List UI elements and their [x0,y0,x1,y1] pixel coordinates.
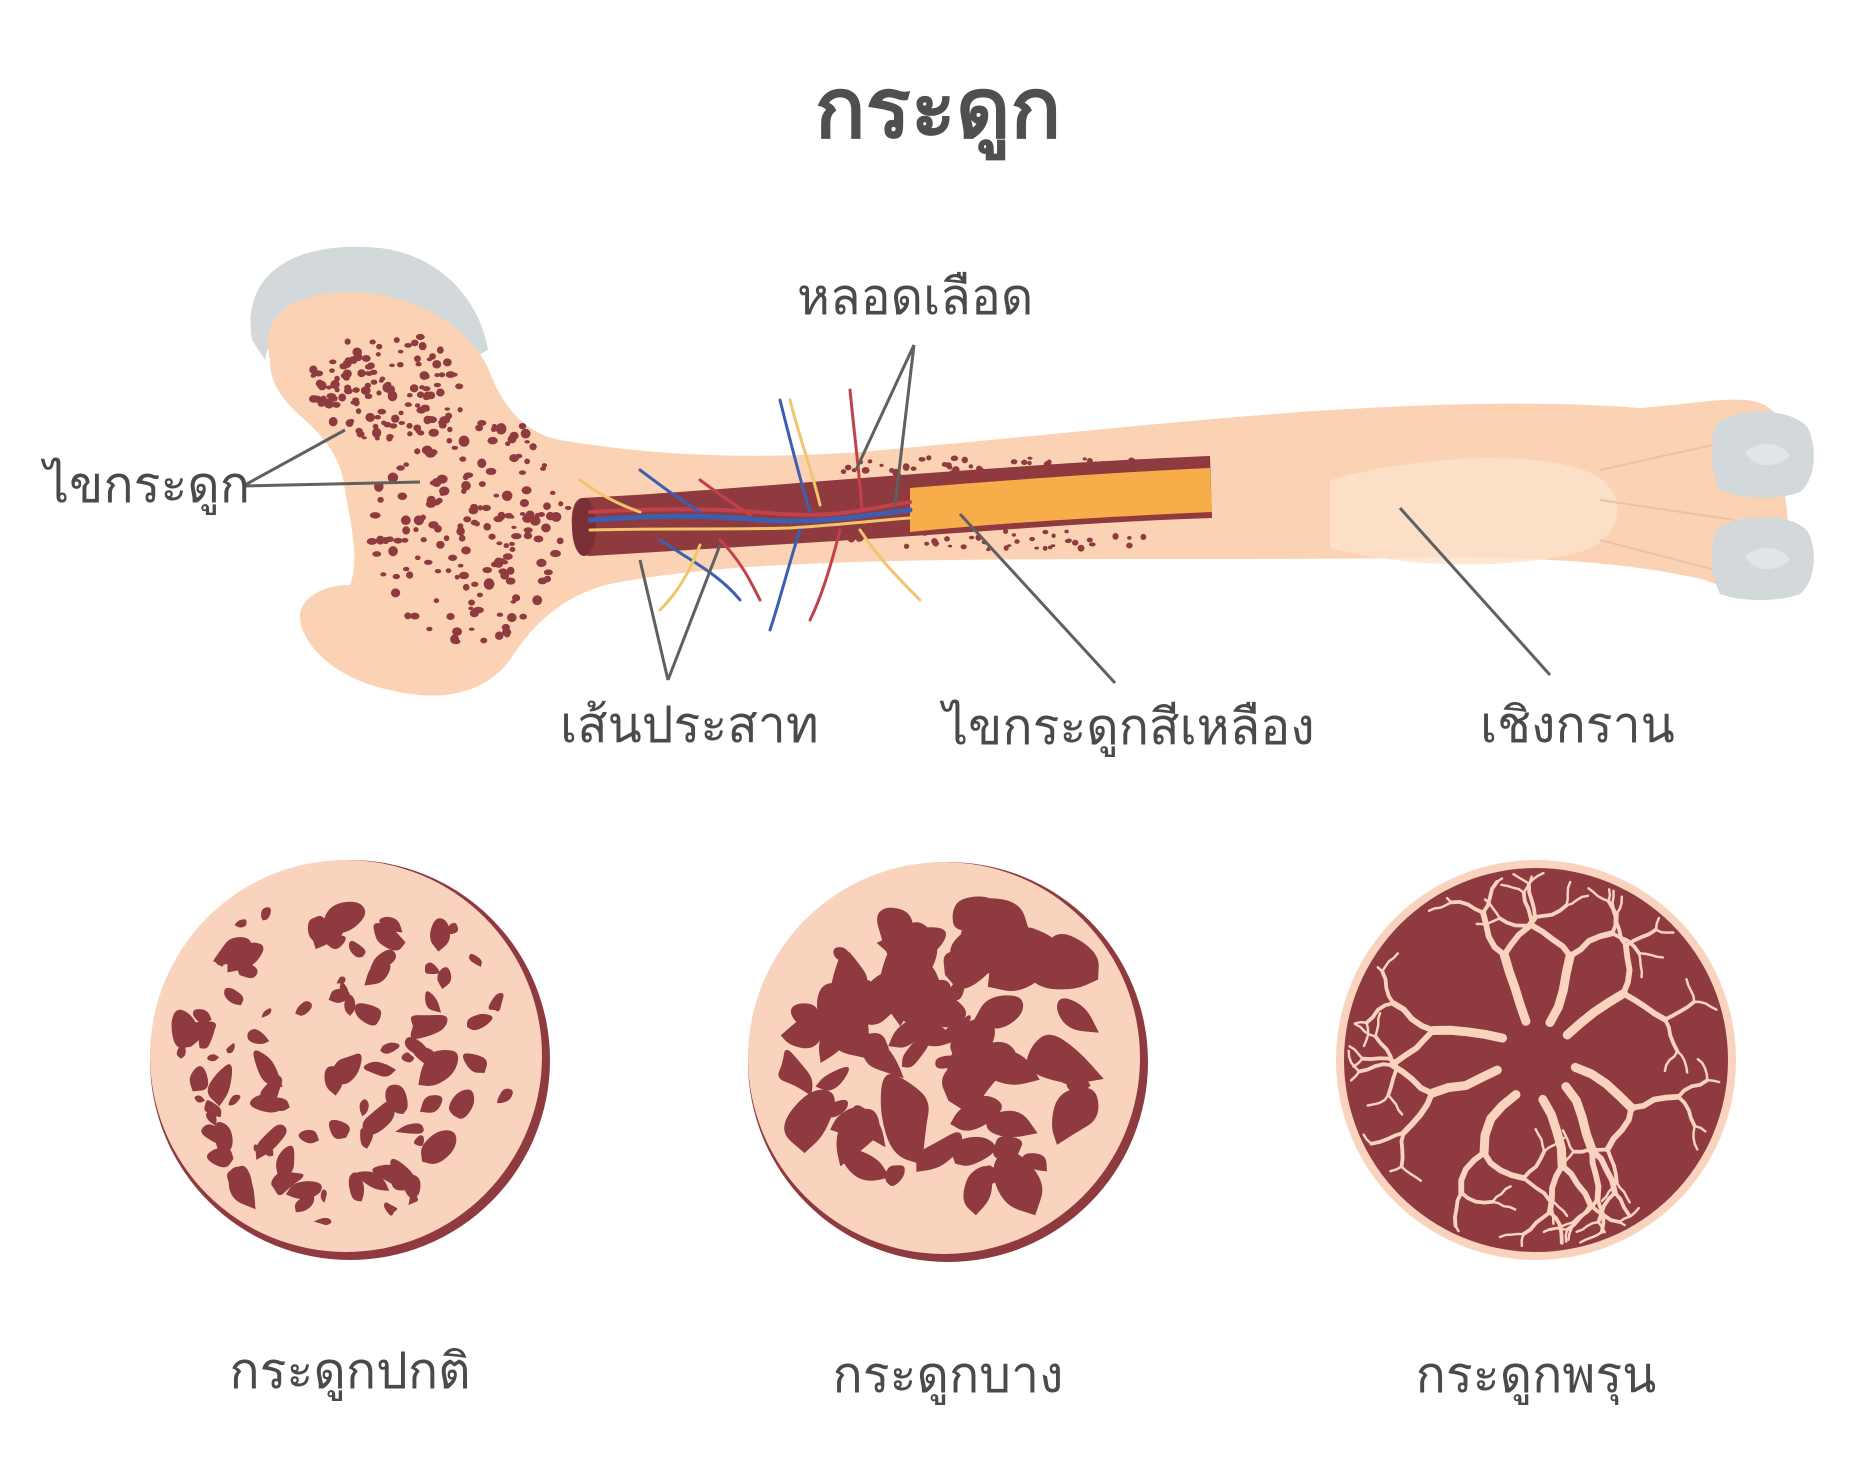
label-condyle: เชิงกราน [1480,696,1675,754]
distal-cartilage-lower [1711,517,1814,600]
sample-normal-bone [150,860,550,1260]
label-yellow-marrow: ไขกระดูกสีเหลือง [943,698,1315,756]
caption-thin-bone: กระดูกบาง [832,1346,1064,1404]
condyle-highlight [1330,458,1618,565]
distal-cartilage-upper [1711,411,1814,498]
label-blood-vessel: หลอดเลือด [797,268,1034,326]
sample-thin-bone [748,862,1148,1262]
label-marrow: ไขกระดูก [44,456,251,514]
page-title: กระดูก [814,59,1062,157]
sample-porous-bone [1336,860,1736,1260]
canal-opening [572,498,596,556]
label-nerve: เส้นประสาท [560,696,819,754]
marrow-dots [309,333,1197,645]
caption-normal-bone: กระดูกปกติ [229,1342,471,1400]
leader-lines [242,344,1552,685]
caption-porous-bone: กระดูกพรุน [1415,1346,1657,1404]
yellow-marrow-fill [910,468,1212,532]
vessels [578,388,922,632]
